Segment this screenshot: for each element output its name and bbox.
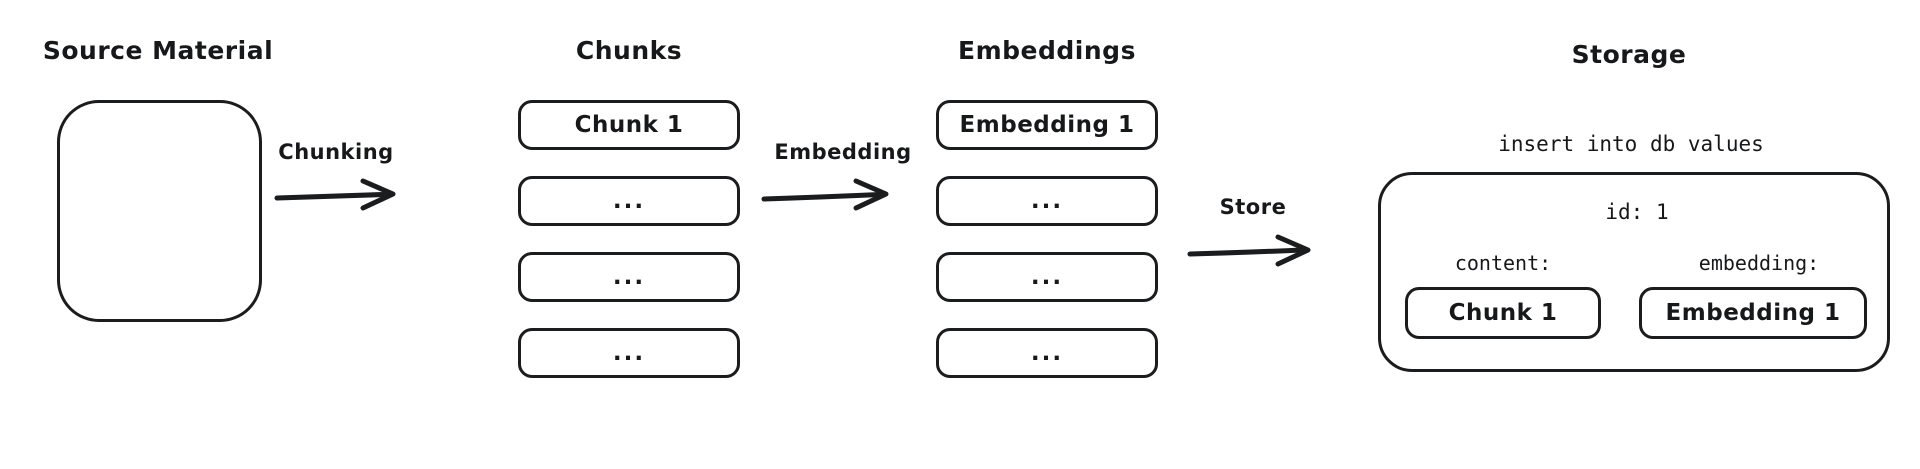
column-title-storage: Storage bbox=[1571, 40, 1687, 69]
embedding-box-3: ... bbox=[936, 252, 1158, 302]
arrow-chunking bbox=[274, 178, 405, 211]
embedding-box-3-label: ... bbox=[1030, 263, 1064, 290]
arrow-label-chunking: Chunking bbox=[278, 140, 394, 164]
column-title-source-material: Source Material bbox=[42, 36, 274, 65]
storage-insert-caption: insert into db values bbox=[1498, 132, 1764, 156]
chunk-box-3-label: ... bbox=[612, 263, 646, 290]
arrow-store bbox=[1187, 233, 1328, 267]
chunk-box-1: Chunk 1 bbox=[518, 100, 740, 150]
storage-row-id: id: 1 bbox=[1605, 200, 1669, 224]
storage-embedding-value-box: Embedding 1 bbox=[1639, 287, 1867, 339]
chunk-box-2-label: ... bbox=[612, 187, 646, 214]
storage-record-box: id: 1 content: embedding: Chunk 1 Embedd… bbox=[1378, 172, 1890, 372]
chunk-box-3: ... bbox=[518, 252, 740, 302]
embedding-box-4-label: ... bbox=[1030, 339, 1064, 366]
chunk-box-2: ... bbox=[518, 176, 740, 226]
column-title-embeddings: Embeddings bbox=[958, 36, 1136, 65]
storage-content-value-label: Chunk 1 bbox=[1448, 299, 1558, 326]
embedding-box-4: ... bbox=[936, 328, 1158, 378]
storage-field-label-embedding: embedding: bbox=[1698, 251, 1820, 275]
chunk-box-1-label: Chunk 1 bbox=[574, 111, 684, 138]
embedding-box-1: Embedding 1 bbox=[936, 100, 1158, 150]
embedding-box-2: ... bbox=[936, 176, 1158, 226]
arrow-label-embedding: Embedding bbox=[774, 140, 912, 164]
column-title-chunks: Chunks bbox=[575, 36, 683, 65]
chunk-box-4: ... bbox=[518, 328, 740, 378]
embedding-box-2-label: ... bbox=[1030, 187, 1064, 214]
storage-field-label-content: content: bbox=[1454, 251, 1552, 275]
chunk-box-4-label: ... bbox=[612, 339, 646, 366]
source-material-box bbox=[57, 100, 262, 322]
embedding-box-1-label: Embedding 1 bbox=[959, 111, 1135, 138]
storage-content-value-box: Chunk 1 bbox=[1405, 287, 1601, 339]
storage-embedding-value-label: Embedding 1 bbox=[1665, 299, 1841, 326]
arrow-embedding bbox=[761, 178, 907, 211]
arrow-label-store: Store bbox=[1219, 195, 1287, 219]
